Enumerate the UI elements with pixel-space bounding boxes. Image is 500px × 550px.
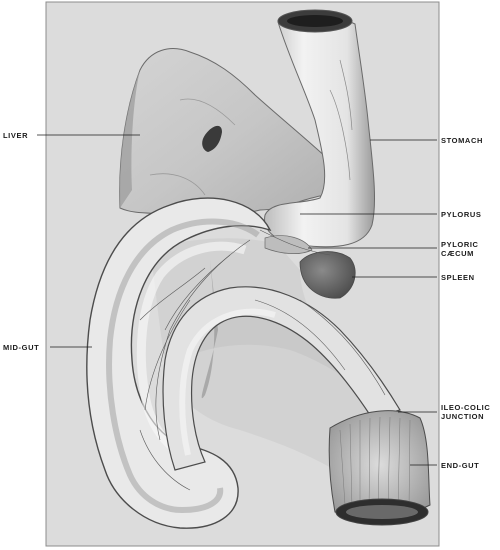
label-caecum-line2: CÆCUM [441,249,474,258]
label-ileo-colic-line1: ILEO-COLIC [441,403,491,412]
liver-dark-notch [202,125,222,152]
leader-lines [37,134,437,466]
spleen [299,251,356,299]
label-spleen: SPLEEN [441,273,475,282]
label-end-gut: END-GUT [441,461,480,470]
label-stomach: STOMACH [441,136,483,145]
pyloric-caecum [264,235,313,254]
mid-gut [86,197,272,529]
inner-mesentery [178,309,370,395]
label-pyloric-line1: PYLORIC [441,240,479,249]
end-gut [328,410,431,519]
mid-gut-inner-loop [162,286,401,471]
end-gut-opening [335,498,429,526]
label-liver: LIVER [3,131,29,140]
label-pylorus: PYLORUS [441,210,482,219]
label-mid-gut: MID-GUT [3,343,40,352]
end-gut-folds [339,416,411,513]
blood-vessels [139,229,386,491]
label-pyloric-caecum: PYLORIC CÆCUM [441,240,479,258]
label-junction-line2: JUNCTION [441,412,485,421]
label-ileo-colic-junction: ILEO-COLIC JUNCTION [441,403,490,421]
